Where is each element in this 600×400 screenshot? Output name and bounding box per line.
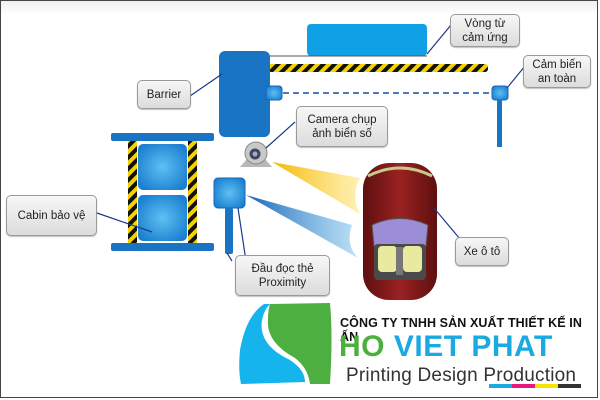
brand-name: HO VIET PHAT (339, 330, 553, 364)
reader-beam (246, 195, 358, 258)
camera-beam (272, 162, 360, 214)
label-safety-sensor: Cảm biến an toàn (523, 55, 591, 88)
reader-pole (225, 208, 233, 254)
cabin-window-bottom (138, 195, 187, 241)
cabin-base (111, 243, 214, 251)
cabin-roof (111, 133, 214, 141)
cabin-window-top (138, 144, 187, 190)
label-camera: Camera chụp ảnh biển số (296, 106, 388, 147)
label-proximity-reader: Đầu đọc thẻ Proximity (235, 255, 330, 296)
company-tagline: Printing Design Production (346, 365, 577, 386)
cmyk-yellow (535, 384, 558, 388)
barrier-sensor (265, 85, 283, 101)
barrier-body (219, 51, 270, 137)
label-induction-loop: Vòng từ cảm ứng (450, 14, 520, 47)
safety-sensor-pole (497, 100, 502, 147)
barrier-arm (268, 64, 488, 72)
safety-sensor (491, 85, 509, 101)
reader-head (213, 177, 246, 209)
label-car: Xe ô tô (455, 237, 509, 266)
car-icon (363, 163, 437, 300)
cabin-post-right (188, 141, 197, 243)
brand-ho: HO (339, 330, 385, 363)
label-cabin: Cabin bảo vệ (6, 195, 97, 236)
leader-lines (96, 24, 526, 262)
cmyk-magenta (512, 384, 535, 388)
camera-icon (240, 141, 272, 167)
cabin-post-left (128, 141, 137, 243)
brand-viet-phat: VIET PHAT (393, 330, 553, 363)
cmyk-color-bar (489, 384, 581, 388)
cmyk-cyan (489, 384, 512, 388)
label-barrier: Barrier (137, 80, 191, 109)
company-name: CÔNG TY TNHH SẢN XUẤT THIẾT KẾ IN ẤN (340, 316, 582, 344)
company-logo-icon (239, 303, 332, 384)
cmyk-black (558, 384, 581, 388)
induction-loop (307, 24, 427, 56)
